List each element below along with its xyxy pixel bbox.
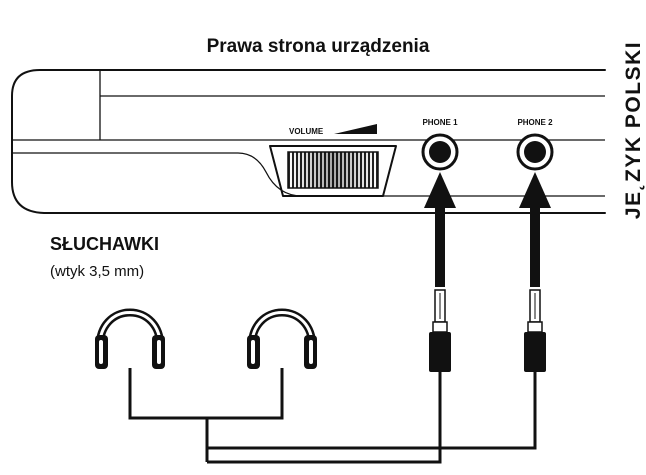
headphone-cables — [128, 368, 537, 464]
phone2-label: PHONE 2 — [517, 118, 553, 127]
phone1-label: PHONE 1 — [422, 118, 458, 127]
arrow-up-icon — [519, 172, 551, 287]
volume-ramp-icon — [334, 124, 377, 134]
language-side-label: JE˛ZYK POLSKI — [622, 41, 645, 219]
phone1-jack-icon — [421, 133, 459, 171]
plug-icon — [429, 289, 451, 372]
headphones-icon — [247, 308, 317, 369]
headphones-icon — [95, 308, 165, 369]
page-title: Prawa strona urządzenia — [207, 36, 430, 57]
volume-label: VOLUME — [289, 127, 324, 136]
arrow-up-icon — [424, 172, 456, 287]
phone2-jack-icon — [516, 133, 554, 171]
plug-icon — [524, 289, 546, 372]
volume-wheel-icon — [269, 145, 397, 197]
device-right-side: VOLUME PHONE 1 PHONE 2 — [11, 69, 606, 214]
headphones-label: SŁUCHAWKI — [50, 234, 159, 254]
headphones-plug-note: (wtyk 3,5 mm) — [50, 263, 144, 280]
